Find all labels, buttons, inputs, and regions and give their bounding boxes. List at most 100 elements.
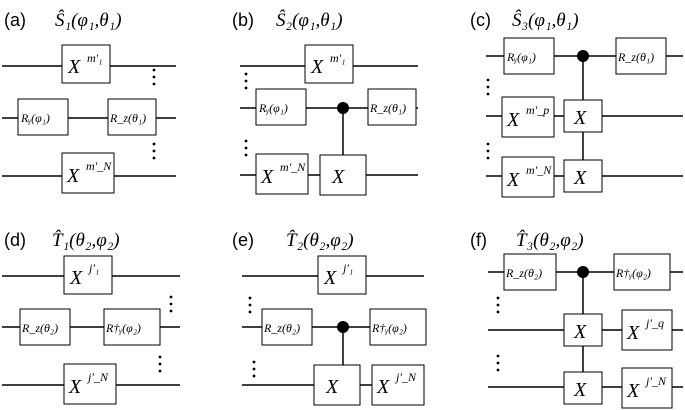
svg-text:X: X xyxy=(573,321,587,343)
vertical-ellipsis-icon xyxy=(486,142,490,160)
gate-x-jn: X j′_N xyxy=(63,363,117,405)
panel-label: (c) xyxy=(470,10,491,30)
svg-text:X: X xyxy=(506,169,520,191)
gate-ry-dagger: R†ᵧ(φ₂) xyxy=(613,253,671,291)
vertical-ellipsis-icon xyxy=(152,142,156,160)
gate-x-j1: X j′₁ xyxy=(63,255,113,295)
panel-f: (f) T̂₃(θ₂,φ₂) R_z(θ₂) R†ᵧ(φ₂) X X j′_q … xyxy=(470,230,683,409)
gate-rz: R_z(θ₁) xyxy=(367,88,417,126)
panel-title: T̂₃(θ₂,φ₂) xyxy=(516,230,584,251)
control-dot xyxy=(577,266,589,278)
svg-text:R†ᵧ(φ₂): R†ᵧ(φ₂) xyxy=(615,266,651,280)
panel-e: (e) T̂₂(θ₂,φ₂) X j′₁ R_z(θ₂) R†ᵧ(φ₂) X X… xyxy=(232,230,427,406)
vertical-ellipsis-icon xyxy=(252,360,256,378)
vertical-ellipsis-icon xyxy=(244,139,248,157)
svg-text:X: X xyxy=(626,322,640,344)
gate-rz: R_z(θ₁) xyxy=(107,98,157,136)
gate-x-m1: X m′₁ xyxy=(304,44,354,84)
svg-text:m′₁: m′₁ xyxy=(87,51,102,65)
vertical-ellipsis-icon xyxy=(496,296,500,314)
svg-text:Rᵧ(φ₁): Rᵧ(φ₁) xyxy=(20,111,50,125)
vertical-ellipsis-icon xyxy=(248,296,252,314)
svg-text:X: X xyxy=(67,56,81,78)
panel-title: T̂₁(θ₂,φ₂) xyxy=(52,230,120,251)
svg-text:X: X xyxy=(68,376,82,398)
svg-text:R_z(θ₂): R_z(θ₂) xyxy=(21,321,58,335)
svg-text:X: X xyxy=(325,376,339,398)
svg-text:j′_q: j′_q xyxy=(644,316,664,330)
gate-ry: Rᵧ(φ₁) xyxy=(17,98,69,136)
svg-text:X: X xyxy=(573,107,587,129)
panel-c: (c) Ŝ₃(φ₁,θ₁) Rᵧ(φ₁) R_z(θ₁) X m′_p X X … xyxy=(470,9,683,198)
control-dot xyxy=(337,321,349,333)
panel-title: Ŝ₂(φ₁,θ₁) xyxy=(276,9,343,31)
gate-x-jn: X j′_N xyxy=(371,364,425,406)
gate-x-jn: X j′_N xyxy=(621,367,673,409)
svg-text:j′_N: j′_N xyxy=(394,370,417,384)
gate-cnot-target: X xyxy=(563,313,603,347)
svg-text:X: X xyxy=(323,267,337,289)
svg-text:R†ᵧ(φ₂): R†ᵧ(φ₂) xyxy=(105,321,141,335)
gate-cnot-target: X xyxy=(563,99,603,133)
control-dot xyxy=(337,102,349,114)
svg-text:m′₁: m′₁ xyxy=(330,51,345,65)
panel-label: (a) xyxy=(4,10,26,30)
svg-text:j′_N: j′_N xyxy=(86,370,109,384)
gate-x-m1: X m′₁ xyxy=(61,44,111,84)
svg-text:R_z(θ₁): R_z(θ₁) xyxy=(369,101,406,115)
gate-x-jq: X j′_q xyxy=(621,309,673,351)
svg-text:m′_N: m′_N xyxy=(86,159,112,173)
svg-text:X: X xyxy=(626,380,640,402)
gate-x-mp: X m′_p xyxy=(501,96,555,138)
svg-text:R_z(θ₁): R_z(θ₁) xyxy=(109,111,146,125)
gate-ry: Rᵧ(φ₁) xyxy=(503,37,555,75)
gate-ry: Rᵧ(φ₁) xyxy=(255,88,307,126)
panel-label: (f) xyxy=(470,230,487,250)
gate-cnot-target: X xyxy=(563,371,603,405)
gate-cnot-target: X xyxy=(319,154,367,196)
gate-ry-dagger: R†ᵧ(φ₂) xyxy=(103,308,161,346)
svg-text:j′_N: j′_N xyxy=(644,374,667,388)
panel-title: T̂₂(θ₂,φ₂) xyxy=(286,230,354,251)
panel-label: (b) xyxy=(232,10,254,30)
gate-x-mn: X m′_N xyxy=(61,152,115,194)
panel-a: (a) Ŝ₁(φ₁,θ₁) X m′₁ Rᵧ(φ₁) R_z(θ₁) X m′_… xyxy=(2,9,176,194)
gate-x-mn: X m′_N xyxy=(501,156,555,198)
svg-text:X: X xyxy=(66,165,80,187)
gate-ry-dagger: R†ᵧ(φ₂) xyxy=(369,308,427,346)
svg-text:X: X xyxy=(260,166,274,188)
svg-text:Rᵧ(φ₁): Rᵧ(φ₁) xyxy=(258,101,288,115)
panel-label: (e) xyxy=(232,230,254,250)
svg-text:X: X xyxy=(331,166,345,188)
svg-text:j′₁: j′₁ xyxy=(341,261,353,275)
svg-text:X: X xyxy=(506,109,520,131)
panel-b: (b) Ŝ₂(φ₁,θ₁) X m′₁ Rᵧ(φ₁) R_z(θ₁) X m′_… xyxy=(232,9,418,196)
svg-text:R_z(θ₂): R_z(θ₂) xyxy=(505,266,542,280)
gate-x-mn: X m′_N xyxy=(255,153,309,195)
svg-text:X: X xyxy=(573,379,587,401)
vertical-ellipsis-icon xyxy=(152,68,156,86)
svg-text:X: X xyxy=(69,267,83,289)
gate-rz: R_z(θ₁) xyxy=(615,37,667,75)
svg-text:R_z(θ₁): R_z(θ₁) xyxy=(617,50,654,64)
svg-text:m′_N: m′_N xyxy=(526,163,552,177)
vertical-ellipsis-icon xyxy=(496,354,500,372)
svg-text:X: X xyxy=(310,56,324,78)
gate-cnot-target: X xyxy=(313,364,361,406)
svg-text:j′₁: j′₁ xyxy=(87,261,99,275)
svg-text:X: X xyxy=(376,376,390,398)
svg-text:R_z(θ₂): R_z(θ₂) xyxy=(263,321,300,335)
vertical-ellipsis-icon xyxy=(486,78,490,96)
gate-rz: R_z(θ₂) xyxy=(19,308,71,346)
svg-text:m′_N: m′_N xyxy=(280,160,306,174)
gate-x-j1: X j′₁ xyxy=(317,255,367,295)
vertical-ellipsis-icon xyxy=(169,295,173,313)
panel-title: Ŝ₃(φ₁,θ₁) xyxy=(512,9,579,31)
svg-text:Rᵧ(φ₁): Rᵧ(φ₁) xyxy=(506,50,536,64)
svg-text:R†ᵧ(φ₂): R†ᵧ(φ₂) xyxy=(371,321,407,335)
gate-cnot-target: X xyxy=(563,159,603,193)
svg-text:m′_p: m′_p xyxy=(526,103,549,117)
gate-rz: R_z(θ₂) xyxy=(261,308,313,346)
